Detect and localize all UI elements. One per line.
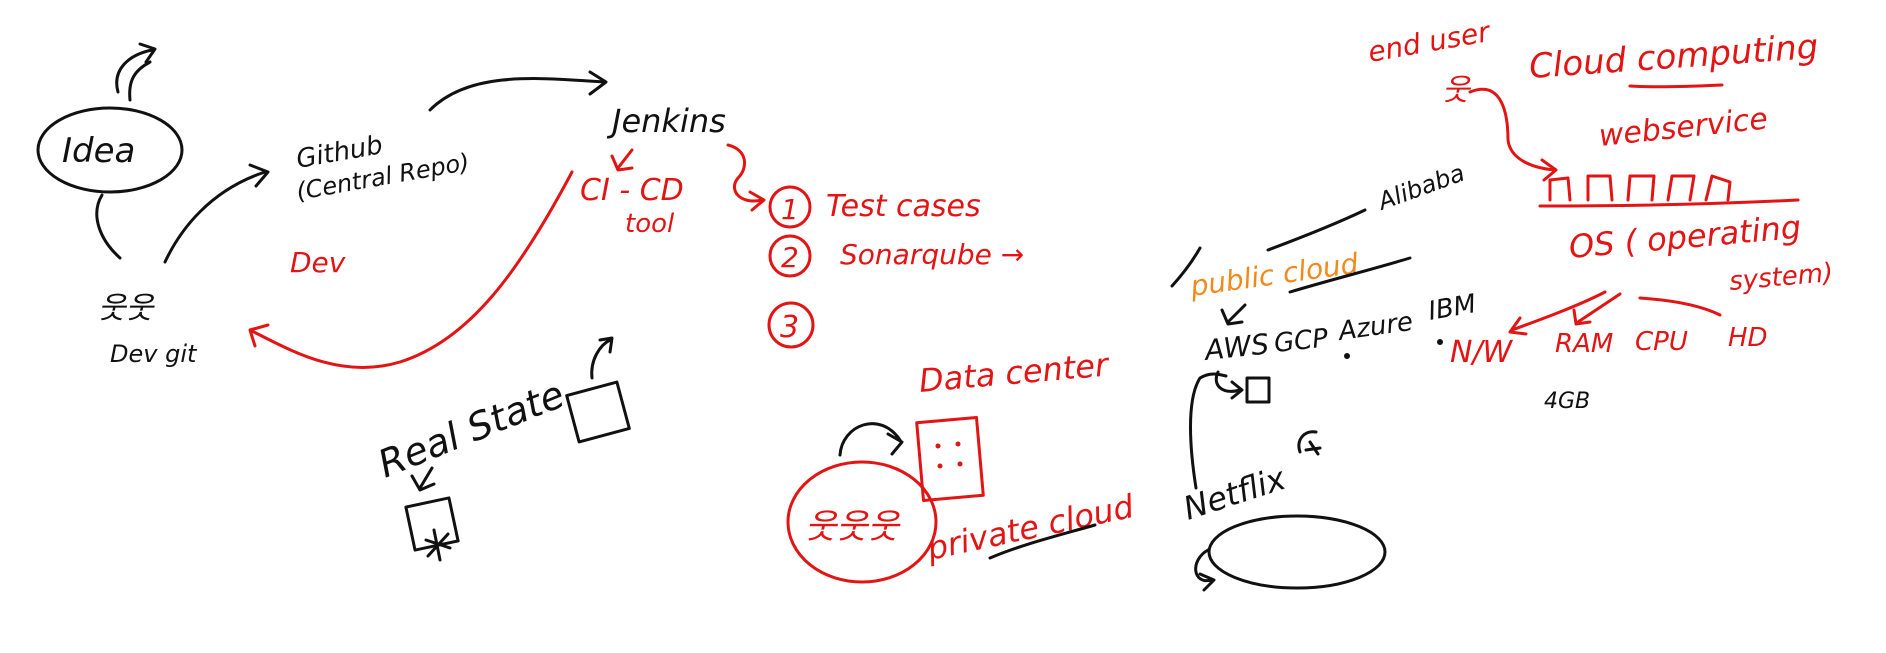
idea-up-arrow [115, 42, 157, 94]
server-rack-1 [1548, 176, 1572, 202]
box-up-arrow [590, 336, 614, 380]
dev-group: 웃웃 Dev git Dev [98, 163, 346, 368]
idea-bubble [36, 106, 184, 194]
alibaba-line [1288, 256, 1412, 294]
team-to-dc-arrow [838, 422, 904, 457]
step-2-number: 2 [781, 241, 799, 274]
os-label: OS ( operating [1567, 208, 1802, 266]
box-icon [565, 380, 631, 444]
cicd-feedback-arrow [248, 170, 574, 370]
house-asterisk-icon [424, 528, 452, 562]
real-state-group: Real State [372, 336, 631, 562]
dev-people-icon: 웃웃 [98, 291, 156, 326]
os-to-hw-arrow-1 [1508, 290, 1607, 336]
netflix-group: Netflix [1179, 372, 1387, 592]
cloud-computing-title: Cloud computing [1528, 27, 1820, 87]
public-cloud-group: public cloud Alibaba AWS GCP Azure IBM [1170, 159, 1478, 404]
top-slash-mark [1170, 246, 1202, 288]
team-people-icon: 웃웃웃 [805, 507, 902, 547]
step-1-circle [768, 185, 812, 229]
netflix-arrow [1297, 430, 1322, 456]
public-cloud-underline [1266, 208, 1367, 252]
team-circle [786, 460, 938, 584]
data-center-label: Data center [917, 345, 1111, 400]
provider-azure: Azure [1335, 307, 1415, 347]
real-state-down-arrow [410, 466, 436, 492]
netflix-cloud-arrow [1194, 548, 1216, 592]
step-1-label: Test cases [826, 189, 981, 224]
hw-ram-label: RAM [1555, 329, 1613, 359]
end-user-icon: 웃 [1442, 73, 1472, 108]
private-cloud-underline [988, 523, 1097, 560]
dev-to-github-arrow [163, 163, 270, 264]
idea-label: Idea [62, 131, 135, 171]
provider-gcp: GCP [1273, 323, 1330, 359]
end-user-to-webservice-arrow [1468, 88, 1558, 182]
real-state-label: Real State [372, 372, 570, 486]
github-group: Github (Central Repo) [294, 70, 608, 206]
step-2-circle [768, 234, 812, 278]
webservice-baseline [1538, 198, 1800, 208]
cicd-tool-label: tool [625, 209, 675, 239]
public-cloud-label: public cloud [1187, 247, 1360, 303]
hw-hd-label: HD [1728, 323, 1768, 353]
step-3-number: 3 [780, 310, 799, 345]
netflix-cloud [1207, 514, 1387, 590]
step-3-circle [767, 301, 815, 349]
data-center-box [915, 416, 985, 502]
provider-aws: AWS [1201, 327, 1270, 367]
azure-dot [1344, 353, 1350, 359]
webservice-label: webservice [1597, 101, 1769, 154]
gb-label: 4GB [1544, 389, 1590, 414]
idea-group: Idea [36, 42, 184, 260]
github-to-jenkins-arrow [428, 70, 608, 112]
dc-dot-4 [957, 461, 963, 467]
aws-server-box [1245, 376, 1271, 404]
hw-nw-label: N/W [1450, 335, 1514, 370]
end-user-label: end user [1365, 15, 1493, 69]
jenkins-group: Jenkins CI - CD tool [248, 102, 766, 370]
ibm-dot [1437, 339, 1443, 345]
os-to-hw-arrow-2 [1572, 292, 1622, 326]
netflix-to-aws-arrow [1189, 372, 1228, 490]
cicd-label: CI - CD [580, 173, 684, 208]
server-rack-5 [1704, 174, 1732, 202]
hw-cpu-label: CPU [1635, 327, 1688, 357]
cloud-computing-group: end user 웃 Cloud computing webservice OS… [1365, 15, 1834, 414]
dev-git-label: Dev git [110, 340, 198, 368]
provider-ibm: IBM [1426, 289, 1478, 327]
alibaba-label: Alibaba [1373, 159, 1469, 217]
os-to-hw-arrow-3 [1638, 296, 1722, 317]
ci-steps-list: 1 Test cases 2 Sonarqube → 3 [767, 185, 1024, 349]
server-rack-2 [1586, 174, 1614, 202]
dc-dot-2 [955, 441, 961, 447]
idea-to-dev-line [95, 193, 122, 260]
idea-side-arrow [128, 60, 152, 102]
step-1-number: 1 [781, 193, 799, 226]
dc-dot-1 [935, 443, 941, 449]
dc-dot-3 [937, 463, 943, 469]
os-system-label: system) [1728, 258, 1834, 297]
server-rack-3 [1626, 174, 1656, 202]
server-rack-4 [1666, 174, 1696, 202]
step-2-label: Sonarqube → [840, 238, 1024, 271]
title-underline [1628, 83, 1724, 89]
jenkins-label: Jenkins [606, 102, 726, 140]
public-to-aws-arrow [1220, 303, 1247, 326]
cicd-bracket-arrow [726, 143, 766, 212]
datacenter-group: Data center 웃웃웃 private cloud [786, 345, 1138, 584]
dev-red-label: Dev [290, 246, 346, 279]
jenkins-to-cicd-arrow [610, 148, 634, 172]
